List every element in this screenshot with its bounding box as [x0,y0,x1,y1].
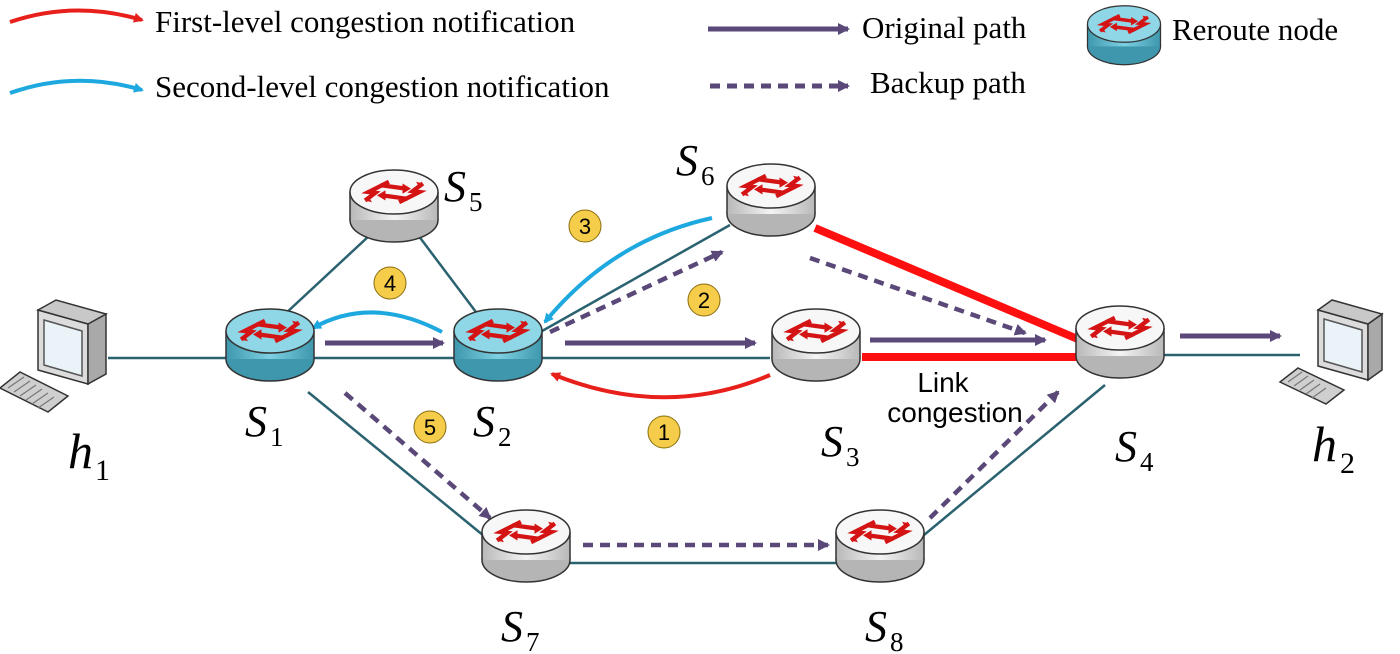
router-s5-label: S [444,162,466,211]
step-badge-1: 1 [647,415,681,449]
router-s5-subscript: 5 [469,187,483,217]
router-s7 [481,509,571,583]
link-s1-s7 [307,391,496,546]
router-icon [771,308,861,382]
host-h2: h 2 [1278,299,1384,480]
congested-link-s6-s4 [813,224,1082,344]
router-s4 [1075,305,1165,379]
host-h1-subscript: 1 [95,454,110,487]
legend: First-level congestion notification Seco… [9,4,1338,104]
router-icon [835,509,925,583]
router-icon [726,163,816,237]
router-s5 [349,169,439,243]
step-badge-3: 3 [568,209,602,243]
computer-icon [1278,299,1384,405]
step-badge-2: 2 [687,283,721,317]
router-s1-subscript: 1 [270,422,284,452]
backup-path-arrow-s2-s6 [549,249,724,335]
router-s6-subscript: 6 [701,161,715,191]
router-icon [349,169,439,243]
router-s4-label: S [1115,422,1137,471]
step-badge-4-label: 4 [384,271,396,296]
congested-links [813,224,1082,361]
legend-reroute-node-icon [1086,5,1162,66]
computer-icon [0,299,108,413]
router-s7-label: S [501,602,523,651]
router-s3-label: S [821,417,843,466]
step-badge-2-label: 2 [698,288,710,313]
legend-second-level-arrow [9,78,144,95]
host-h1-label: h [68,423,93,479]
reroute-router-icon [453,308,543,382]
legend-original-path-label: Original path [862,10,1027,45]
legend-backup-path-label: Backup path [870,65,1026,100]
router-s8-subscript: 8 [890,627,904,654]
step-badge-3-label: 3 [579,214,591,239]
router-s6 [726,163,816,237]
second-level-notification-arrow-s6-s2 [543,216,713,324]
first-level-notification-arrow [550,372,771,400]
router-s3-subscript: 3 [846,442,860,472]
legend-reroute-node-label: Reroute node [1172,12,1338,47]
backup-path [343,249,1060,551]
router-s8-label: S [865,602,887,651]
legend-first-level-arrow [9,8,144,24]
link-s2-s6 [534,223,731,337]
router-icon [1075,305,1165,379]
backup-path-arrow-s8-s4 [928,390,1060,520]
reroute-router-icon [225,308,315,382]
backup-path-arrow-s1-s7 [343,391,492,520]
host-h2-label: h [1312,416,1337,472]
router-s1 [225,308,315,382]
router-s2 [453,308,543,382]
router-s4-subscript: 4 [1140,447,1154,477]
link-s8-s4 [917,384,1106,541]
router-s2-subscript: 2 [498,422,512,452]
backup-path-arrow-s6-s4 [809,255,1027,336]
congestion-note-line1: Link [917,367,969,398]
router-s7-subscript: 7 [526,627,540,654]
legend-first-level-label: First-level congestion notification [155,4,576,39]
host-h2-subscript: 2 [1340,447,1355,480]
host-h1: h 1 [0,299,110,487]
links [108,223,1300,565]
congestion-note-line2: congestion [887,397,1022,428]
router-s2-label: S [473,397,495,446]
router-s1-label: S [245,397,267,446]
second-level-notification-arrow-s2-s1 [311,310,443,334]
step-badge-1-label: 1 [658,420,670,445]
step-badge-4: 4 [373,266,407,300]
legend-second-level-label: Second-level congestion notification [155,69,610,104]
step-badge-5-label: 5 [424,415,436,440]
router-icon [481,509,571,583]
step-badge-5: 5 [413,410,447,444]
router-s3 [771,308,861,382]
router-s6-label: S [676,136,698,185]
router-s8 [835,509,925,583]
original-path [325,330,1282,349]
